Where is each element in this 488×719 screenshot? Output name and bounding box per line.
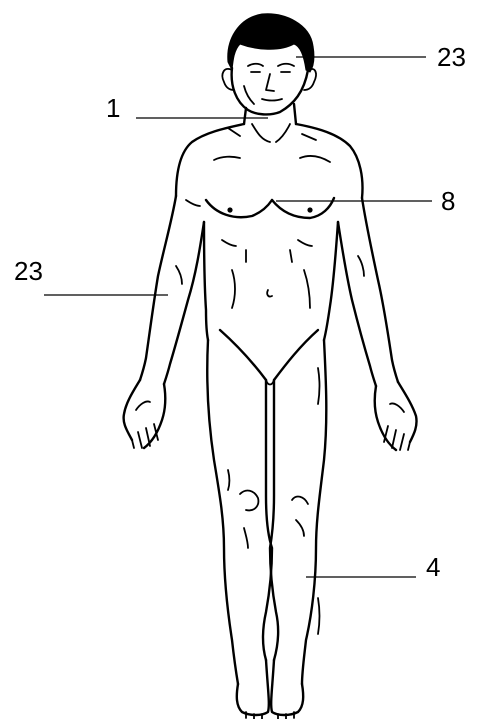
hair — [228, 14, 314, 72]
torso — [176, 104, 363, 385]
callout-chest: 8 — [276, 186, 455, 216]
callout-lower-leg-label: 4 — [426, 552, 440, 582]
callout-left-arm-label: 23 — [14, 256, 43, 286]
callout-head-label: 23 — [437, 42, 466, 72]
callout-neck-label: 1 — [106, 93, 120, 123]
callout-lower-leg: 4 — [306, 552, 440, 582]
callout-chest-label: 8 — [441, 186, 455, 216]
left-arm — [124, 196, 204, 448]
head — [222, 14, 316, 115]
legs — [207, 340, 326, 719]
callout-head: 23 — [296, 42, 466, 72]
right-arm — [338, 198, 417, 450]
callout-left-arm: 23 — [14, 256, 168, 295]
